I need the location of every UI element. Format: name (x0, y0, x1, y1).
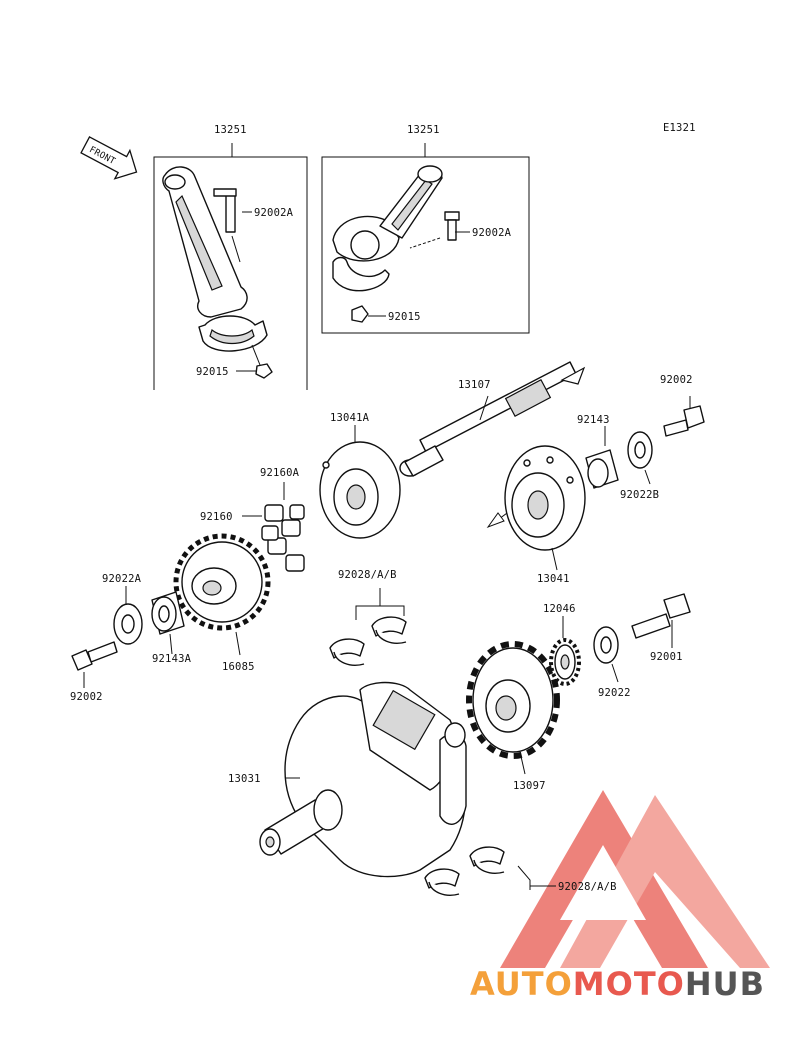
watermark-logo (500, 790, 770, 968)
diagram-code: E1321 (663, 122, 696, 134)
svg-text:92143: 92143 (577, 414, 610, 426)
bolt-92002-bottom: 92002 (70, 641, 118, 703)
svg-text:92022A: 92022A (102, 573, 142, 585)
svg-text:13251: 13251 (407, 124, 440, 136)
svg-text:12046: 12046 (543, 603, 576, 615)
crank-bearing-set-bottom: 92028/A/B (424, 846, 617, 896)
crank-bearing-set-top: 92028/A/B (329, 569, 407, 666)
svg-text:92002: 92002 (660, 374, 693, 386)
svg-text:16085: 16085 (222, 661, 255, 673)
bolt-92002-top: 92002 (660, 374, 705, 437)
bolt-92001: 92001 (631, 593, 691, 663)
collar-and-washer-right: 92143 92022B (577, 414, 659, 501)
svg-text:13251: 13251 (214, 124, 247, 136)
svg-text:92022B: 92022B (620, 489, 659, 501)
damper-13041A: 13041A (319, 412, 401, 539)
output-shaft: 13107 (399, 361, 586, 529)
damper-13041: 13041 (504, 445, 586, 585)
crankshaft-13031: 13031 (228, 681, 467, 878)
watermark-brand: AUTOMOTOHUB (470, 965, 765, 1003)
gear-16085: 16085 (173, 533, 271, 673)
svg-text:92028/A/B: 92028/A/B (558, 881, 617, 893)
svg-text:92022: 92022 (598, 687, 631, 699)
connecting-rod-group-left: 13251 92002A 92015 (153, 124, 308, 390)
connecting-rod-group-right: 13251 92002A 92015 (321, 124, 530, 334)
svg-text:13097: 13097 (513, 780, 546, 792)
svg-text:13107: 13107 (458, 379, 491, 391)
svg-text:92002A: 92002A (472, 227, 512, 239)
svg-text:92028/A/B: 92028/A/B (338, 569, 397, 581)
svg-text:13041A: 13041A (330, 412, 370, 424)
svg-text:92160: 92160 (200, 511, 233, 523)
svg-text:92002: 92002 (70, 691, 103, 703)
svg-text:92015: 92015 (196, 366, 229, 378)
gear-12046: 12046 (543, 603, 581, 686)
svg-text:92001: 92001 (650, 651, 683, 663)
svg-text:13031: 13031 (228, 773, 261, 785)
svg-text:92143A: 92143A (152, 653, 192, 665)
svg-text:92160A: 92160A (260, 467, 300, 479)
collar-and-washer-left: 92143A 92022A (102, 573, 192, 665)
svg-text:92015: 92015 (388, 311, 421, 323)
front-arrow-icon: FRONT (80, 136, 138, 180)
rubber-damper-set: 92160A 92160 (200, 467, 305, 572)
svg-text:13041: 13041 (537, 573, 570, 585)
washer-92022: 92022 (593, 626, 631, 699)
sprocket-13097: 13097 (466, 641, 560, 792)
svg-text:92002A: 92002A (254, 207, 294, 219)
